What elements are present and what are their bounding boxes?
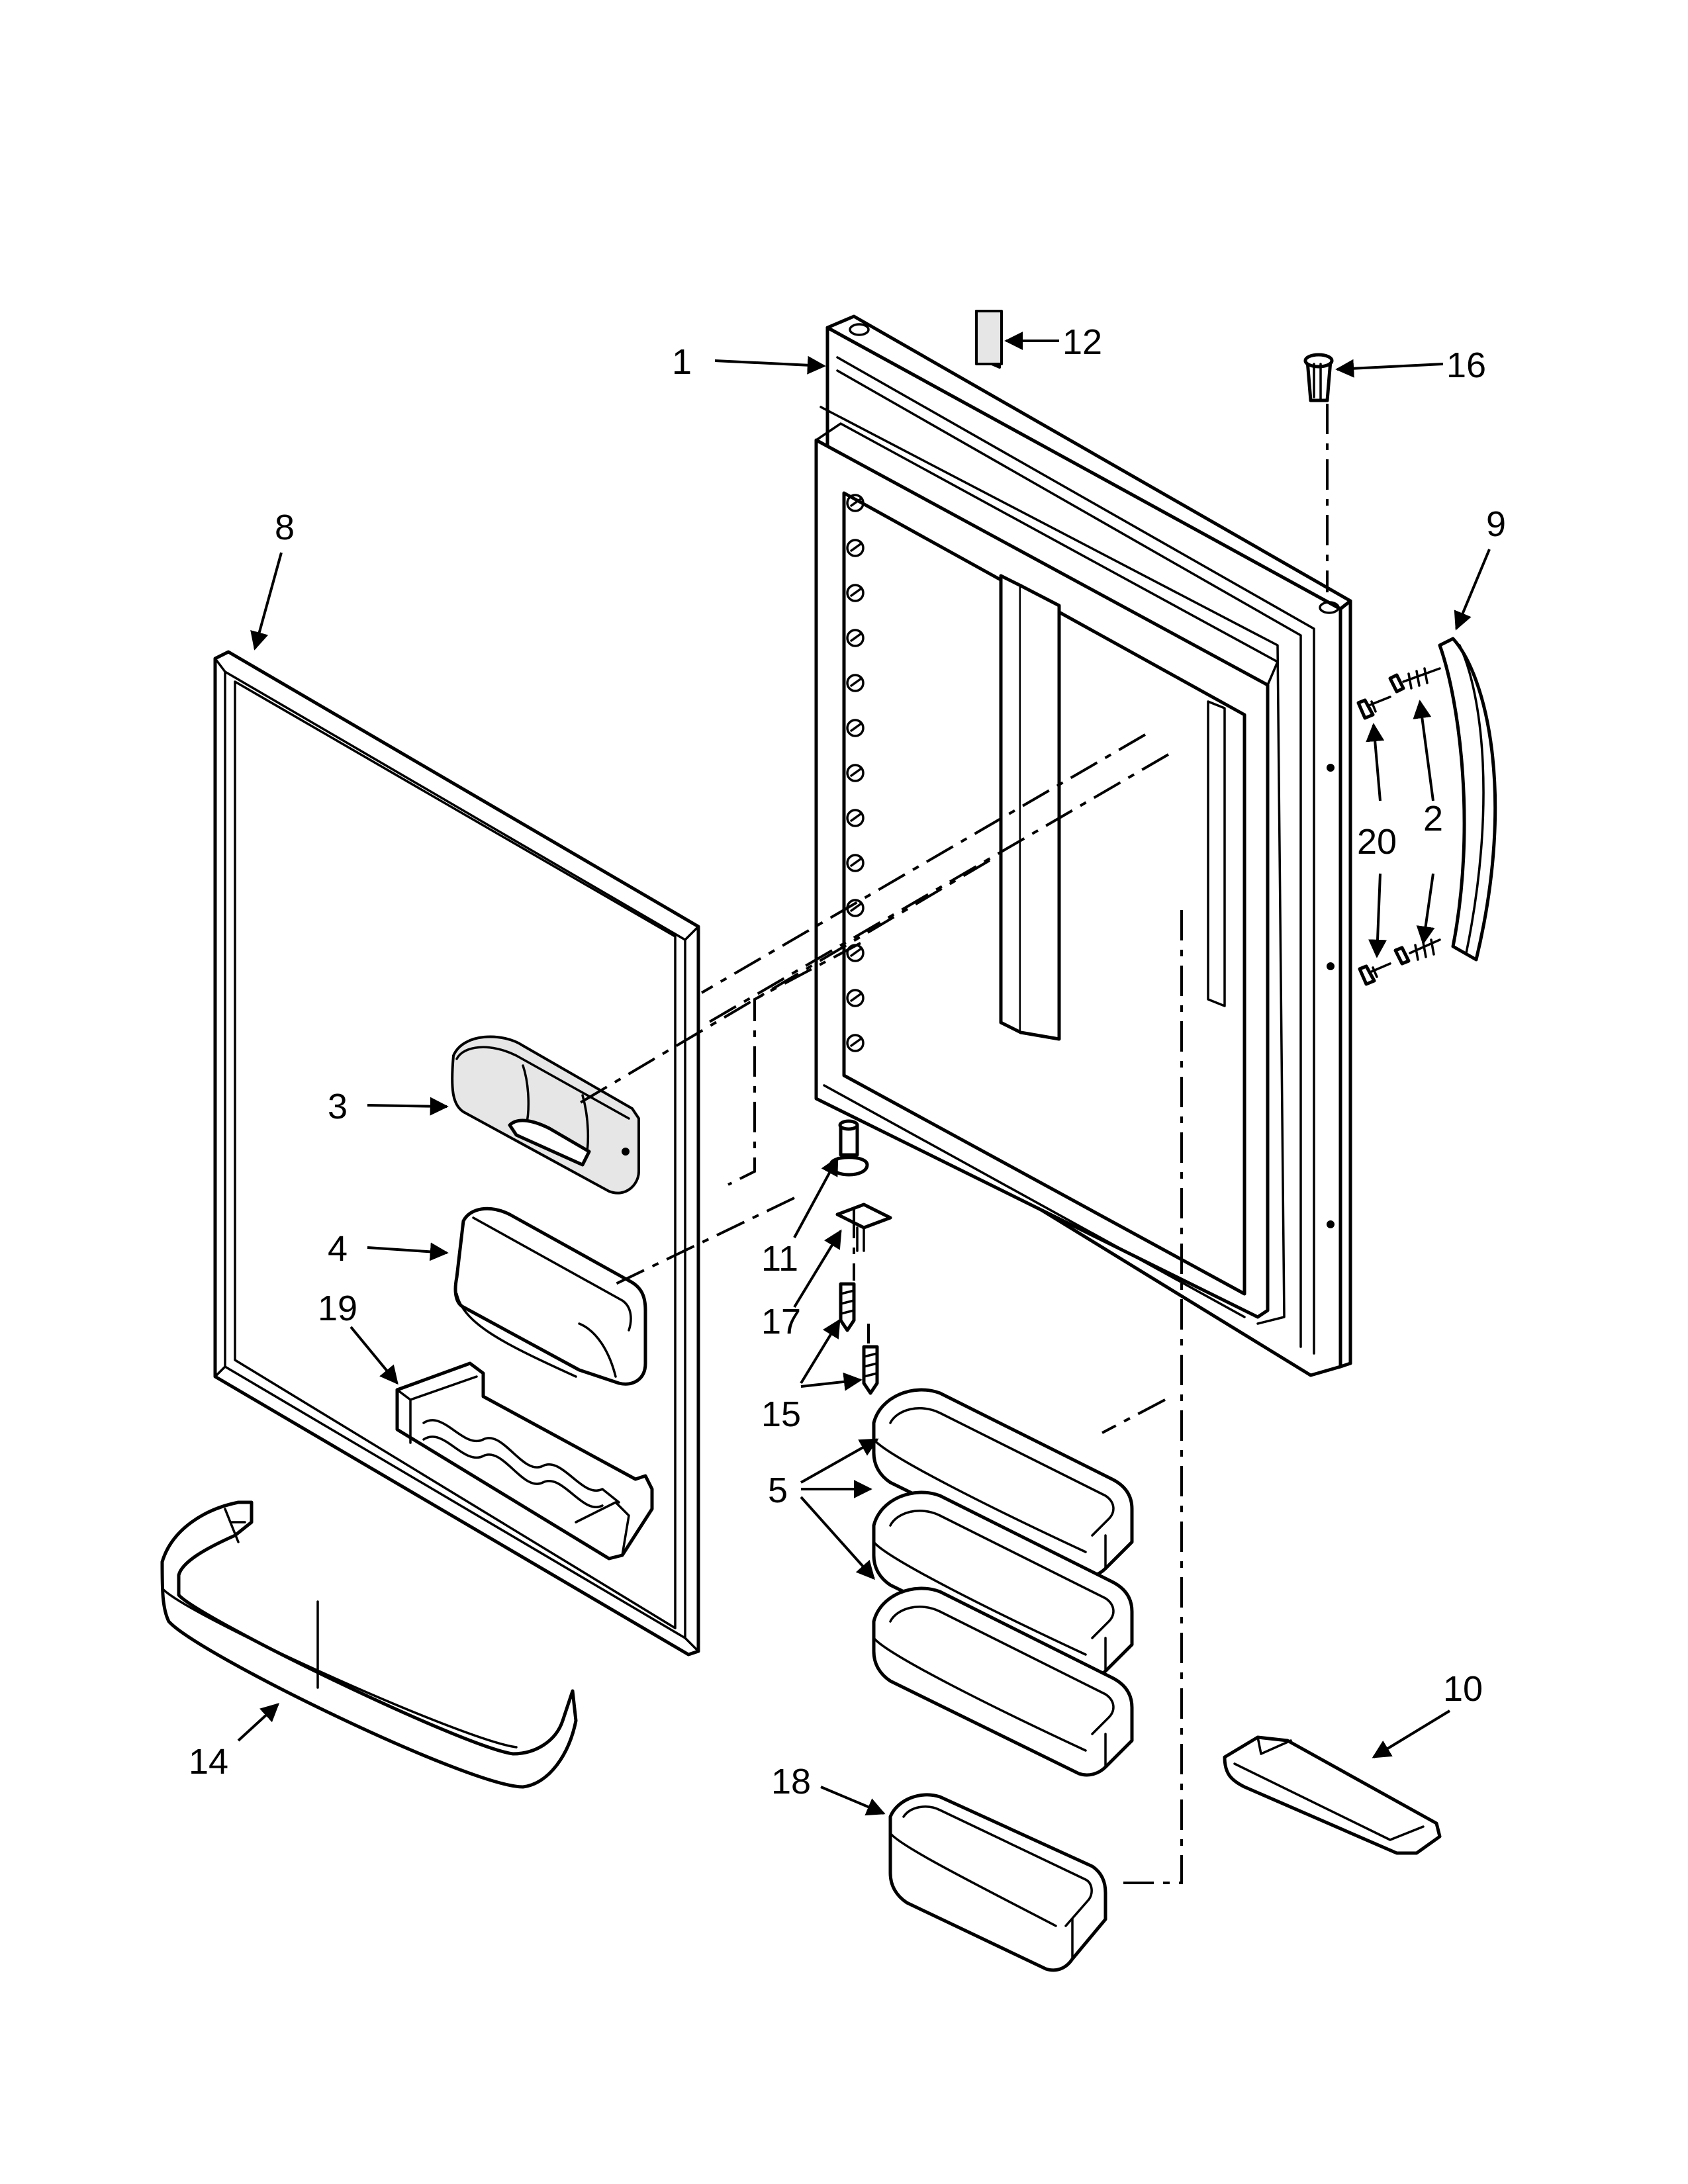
- callout-19: 19: [318, 1289, 357, 1328]
- callout-14: 14: [189, 1742, 228, 1782]
- shelf-stud: [846, 539, 865, 557]
- callout-1: 1: [672, 342, 692, 382]
- door-shelf-studs: [846, 494, 865, 1052]
- part-15-screws: [839, 1282, 879, 1395]
- shelf-stud: [846, 989, 865, 1007]
- shelf-stud: [846, 584, 865, 602]
- shelf-stud: [846, 494, 865, 512]
- part-14-bottom-door-bin: [160, 1500, 578, 1789]
- shelf-stud: [846, 764, 865, 782]
- part-19-egg-tray: [395, 1361, 654, 1561]
- callout-labels: 1 12 16 9 8 20 2 3 4 19 11 17 15 5 14 18…: [189, 322, 1506, 1801]
- part-4-dairy-bin: [453, 1206, 647, 1386]
- part-10-cover: [1223, 1735, 1442, 1855]
- part-2-handle-screws: [1388, 667, 1441, 966]
- callout-10: 10: [1443, 1669, 1483, 1709]
- shelf-stud: [846, 674, 865, 692]
- part-8-door-gasket: [213, 650, 700, 1657]
- door-bin: [872, 1586, 1134, 1777]
- shelf-stud: [846, 1034, 865, 1052]
- shelf-stud: [846, 629, 865, 647]
- callout-12: 12: [1062, 322, 1102, 362]
- callout-17: 17: [761, 1302, 801, 1342]
- part-20-handle-pins: [1356, 696, 1391, 986]
- callout-9: 9: [1486, 504, 1506, 544]
- shelf-stud: [846, 899, 865, 917]
- callout-5: 5: [768, 1471, 788, 1510]
- callout-18: 18: [771, 1762, 811, 1801]
- part-12-label: [975, 310, 1003, 369]
- part-5-door-bins: [872, 1388, 1134, 1777]
- assembly-dash-lines: [575, 404, 1329, 1884]
- callout-leaders: [237, 332, 1491, 1816]
- part-9-door-handle: [1438, 637, 1497, 962]
- shelf-stud: [846, 854, 865, 872]
- part-3-dairy-compartment-door: [451, 1035, 640, 1195]
- callout-11: 11: [761, 1239, 798, 1279]
- callout-3: 3: [328, 1087, 348, 1126]
- callout-8: 8: [275, 508, 295, 547]
- callout-15: 15: [761, 1394, 801, 1434]
- callout-4: 4: [328, 1229, 348, 1269]
- shelf-stud: [846, 809, 865, 827]
- shelf-stud: [846, 944, 865, 962]
- part-18-small-door-bin: [888, 1793, 1107, 1972]
- part-1-door-outer-panel: [814, 314, 1352, 1377]
- shelf-stud: [846, 719, 865, 737]
- callout-2: 2: [1423, 799, 1443, 839]
- callout-20: 20: [1357, 822, 1397, 862]
- part-16-hinge-bushing: [1303, 353, 1334, 402]
- part-11-hinge-cam: [829, 1119, 869, 1177]
- part-17-shim-plate: [835, 1203, 892, 1252]
- door-bin: [872, 1490, 1134, 1681]
- door-bin: [872, 1388, 1134, 1578]
- door-inner-dividers: [999, 574, 1226, 1041]
- callout-16: 16: [1446, 345, 1486, 385]
